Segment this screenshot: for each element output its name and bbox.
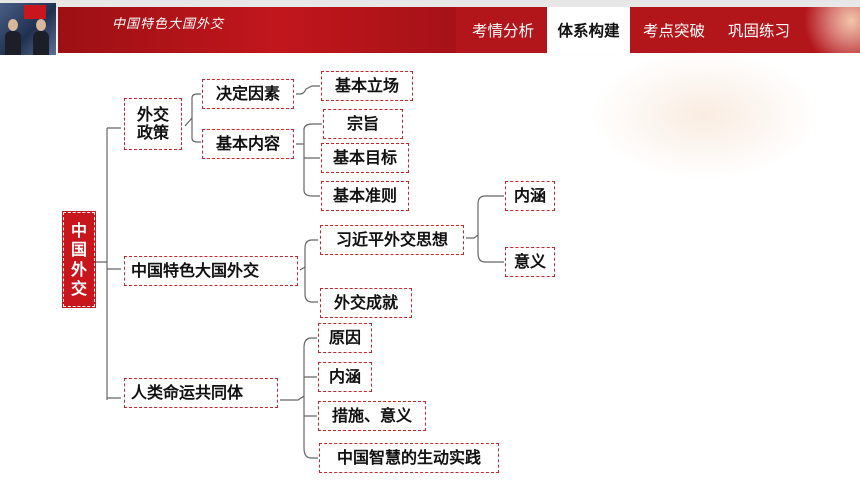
root-char: 外: [70, 259, 87, 279]
node-label: 外交: [136, 105, 169, 125]
node-basic-stance: 基本立场: [321, 71, 413, 101]
node-measures-significance: 措施、意义: [318, 401, 426, 431]
tab-practice[interactable]: 巩固练习: [727, 22, 790, 40]
tab-system-build[interactable]: 体系构建: [547, 7, 630, 53]
root-char: 中: [70, 221, 87, 241]
root-char: 交: [70, 278, 87, 298]
node-connotation: 内涵: [318, 362, 372, 392]
node-connotation: 内涵: [505, 181, 555, 211]
node-community-shared-future: 人类命运共同体: [124, 378, 278, 408]
tab-strip: [456, 7, 860, 53]
person-graphic: [33, 31, 49, 55]
node-foreign-policy: 外交 政策: [124, 98, 182, 150]
title-bar: [58, 7, 456, 53]
node-basic-content: 基本内容: [202, 129, 294, 159]
header-photo: [0, 3, 56, 55]
page-title: 中国特色大国外交: [112, 17, 225, 32]
node-basic-goal: 基本目标: [321, 143, 409, 173]
root-char: 国: [70, 240, 87, 260]
flag-graphic: [24, 5, 46, 19]
node-significance: 意义: [505, 247, 555, 277]
node-label: 政策: [136, 123, 169, 142]
node-diplomatic-achievements: 外交成就: [320, 288, 412, 318]
person-graphic: [5, 31, 21, 55]
node-xi-diplomatic-thought: 习近平外交思想: [320, 225, 464, 255]
node-purpose: 宗旨: [323, 109, 403, 139]
root-node: 中 国 外 交: [62, 211, 96, 308]
tab-key-points[interactable]: 考点突破: [642, 22, 705, 40]
node-major-country-diplomacy: 中国特色大国外交: [124, 256, 298, 286]
person-graphic: [36, 19, 46, 31]
tab-exam-analysis[interactable]: 考情分析: [471, 22, 534, 40]
node-reason: 原因: [318, 323, 372, 353]
node-chinese-wisdom-practice: 中国智慧的生动实践: [319, 443, 499, 473]
node-determining-factors: 决定因素: [202, 79, 294, 109]
person-graphic: [8, 19, 18, 31]
node-basic-principle: 基本准则: [321, 181, 409, 211]
background-glow: [590, 50, 820, 180]
